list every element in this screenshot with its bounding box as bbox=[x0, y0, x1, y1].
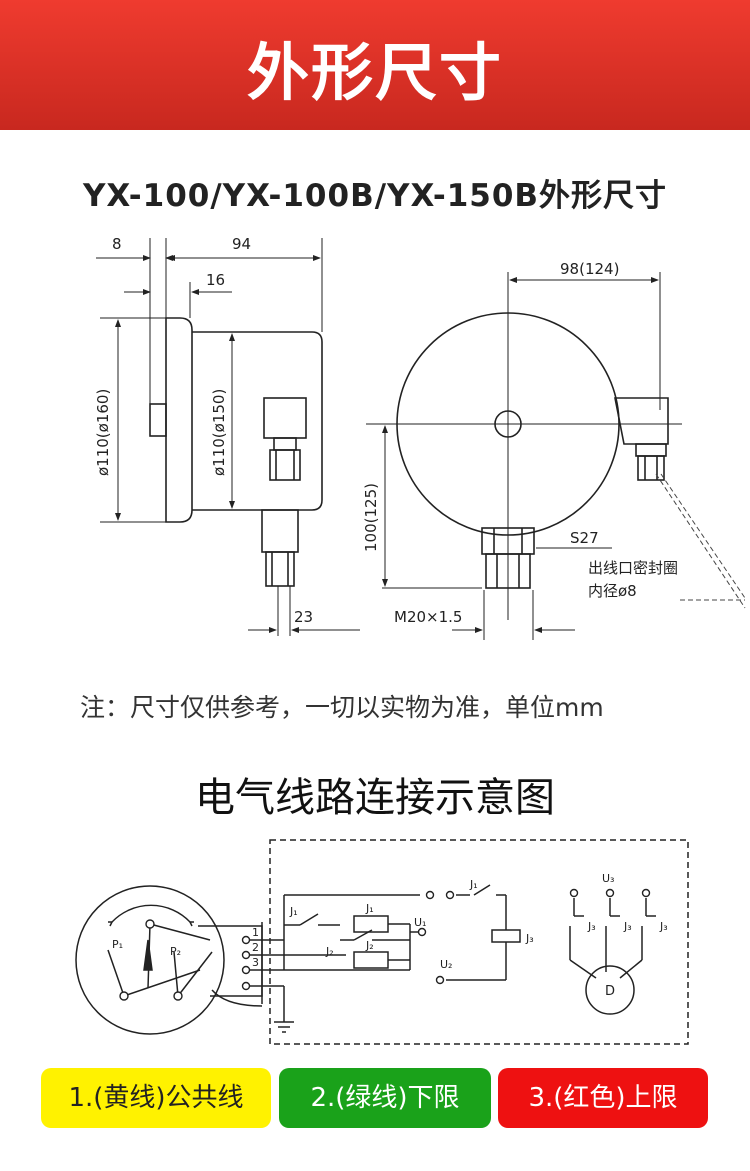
motor-circle bbox=[585, 965, 635, 1015]
legend-upper-limit: 3.(红色)上限 bbox=[498, 1068, 708, 1128]
j1-switch-label: J₁ bbox=[469, 878, 478, 891]
legend-lower-limit: 2.(绿线)下限 bbox=[279, 1068, 491, 1128]
terminal-1-label: 1 bbox=[252, 926, 259, 939]
j3-contact-2-label: J₃ bbox=[623, 920, 632, 933]
dimension-section-title: YX-100/YX-100B/YX-150B外形尺寸 bbox=[82, 178, 668, 214]
dim-94-label: 94 bbox=[232, 235, 251, 253]
dim-outer-diameter-label: ø110(ø160) bbox=[94, 389, 112, 476]
outlet-seal-diameter-label: 内径ø8 bbox=[588, 582, 637, 600]
terminal-2-label: 2 bbox=[252, 941, 259, 954]
outlet-seal-label: 出线口密封圈 bbox=[588, 559, 678, 577]
motor-label: D bbox=[605, 984, 615, 999]
j1-contact-label: J₁ bbox=[289, 905, 298, 918]
dim-100-label: 100(125) bbox=[362, 483, 380, 552]
electrical-section-title: 电气线路连接示意图 bbox=[195, 775, 555, 821]
terminal-3-label: 3 bbox=[252, 956, 259, 969]
u3-label: U₃ bbox=[602, 872, 614, 885]
gauge-circle bbox=[75, 885, 225, 1035]
dim-23-label: 23 bbox=[294, 608, 313, 626]
j2-contact-label: J₂ bbox=[325, 945, 334, 958]
j3-contact-3-label: J₃ bbox=[659, 920, 668, 933]
dim-8-label: 8 bbox=[112, 235, 122, 253]
control-box-border bbox=[269, 839, 689, 1045]
page-title: 外形尺寸 bbox=[246, 36, 503, 109]
m20-thread-label: M20×1.5 bbox=[394, 608, 462, 626]
p2-label: P₂ bbox=[170, 945, 181, 958]
u2-label: U₂ bbox=[440, 958, 452, 971]
gauge-center-circle bbox=[494, 410, 522, 438]
legend-common-wire: 1.(黄线)公共线 bbox=[41, 1068, 271, 1128]
j2-coil-label: J₂ bbox=[365, 939, 374, 952]
stem-stub bbox=[149, 403, 167, 437]
dimension-note: 注：尺寸仅供参考，一切以实物为准，单位mm bbox=[80, 693, 604, 722]
j3-coil-label: J₃ bbox=[525, 932, 534, 945]
s27-label: S27 bbox=[570, 529, 599, 547]
p1-label: P₁ bbox=[112, 938, 123, 951]
case-body bbox=[192, 331, 323, 511]
j1-coil-label: J₁ bbox=[365, 902, 374, 915]
u1-label: U₁ bbox=[414, 916, 426, 929]
header-banner: 外形尺寸 bbox=[0, 0, 750, 130]
gauge-face-circle bbox=[396, 312, 620, 536]
dim-16-label: 16 bbox=[206, 271, 225, 289]
dim-98-label: 98(124) bbox=[560, 260, 619, 278]
j3-contact-1-label: J₃ bbox=[587, 920, 596, 933]
dim-inner-diameter-label: ø110(ø150) bbox=[210, 389, 228, 476]
